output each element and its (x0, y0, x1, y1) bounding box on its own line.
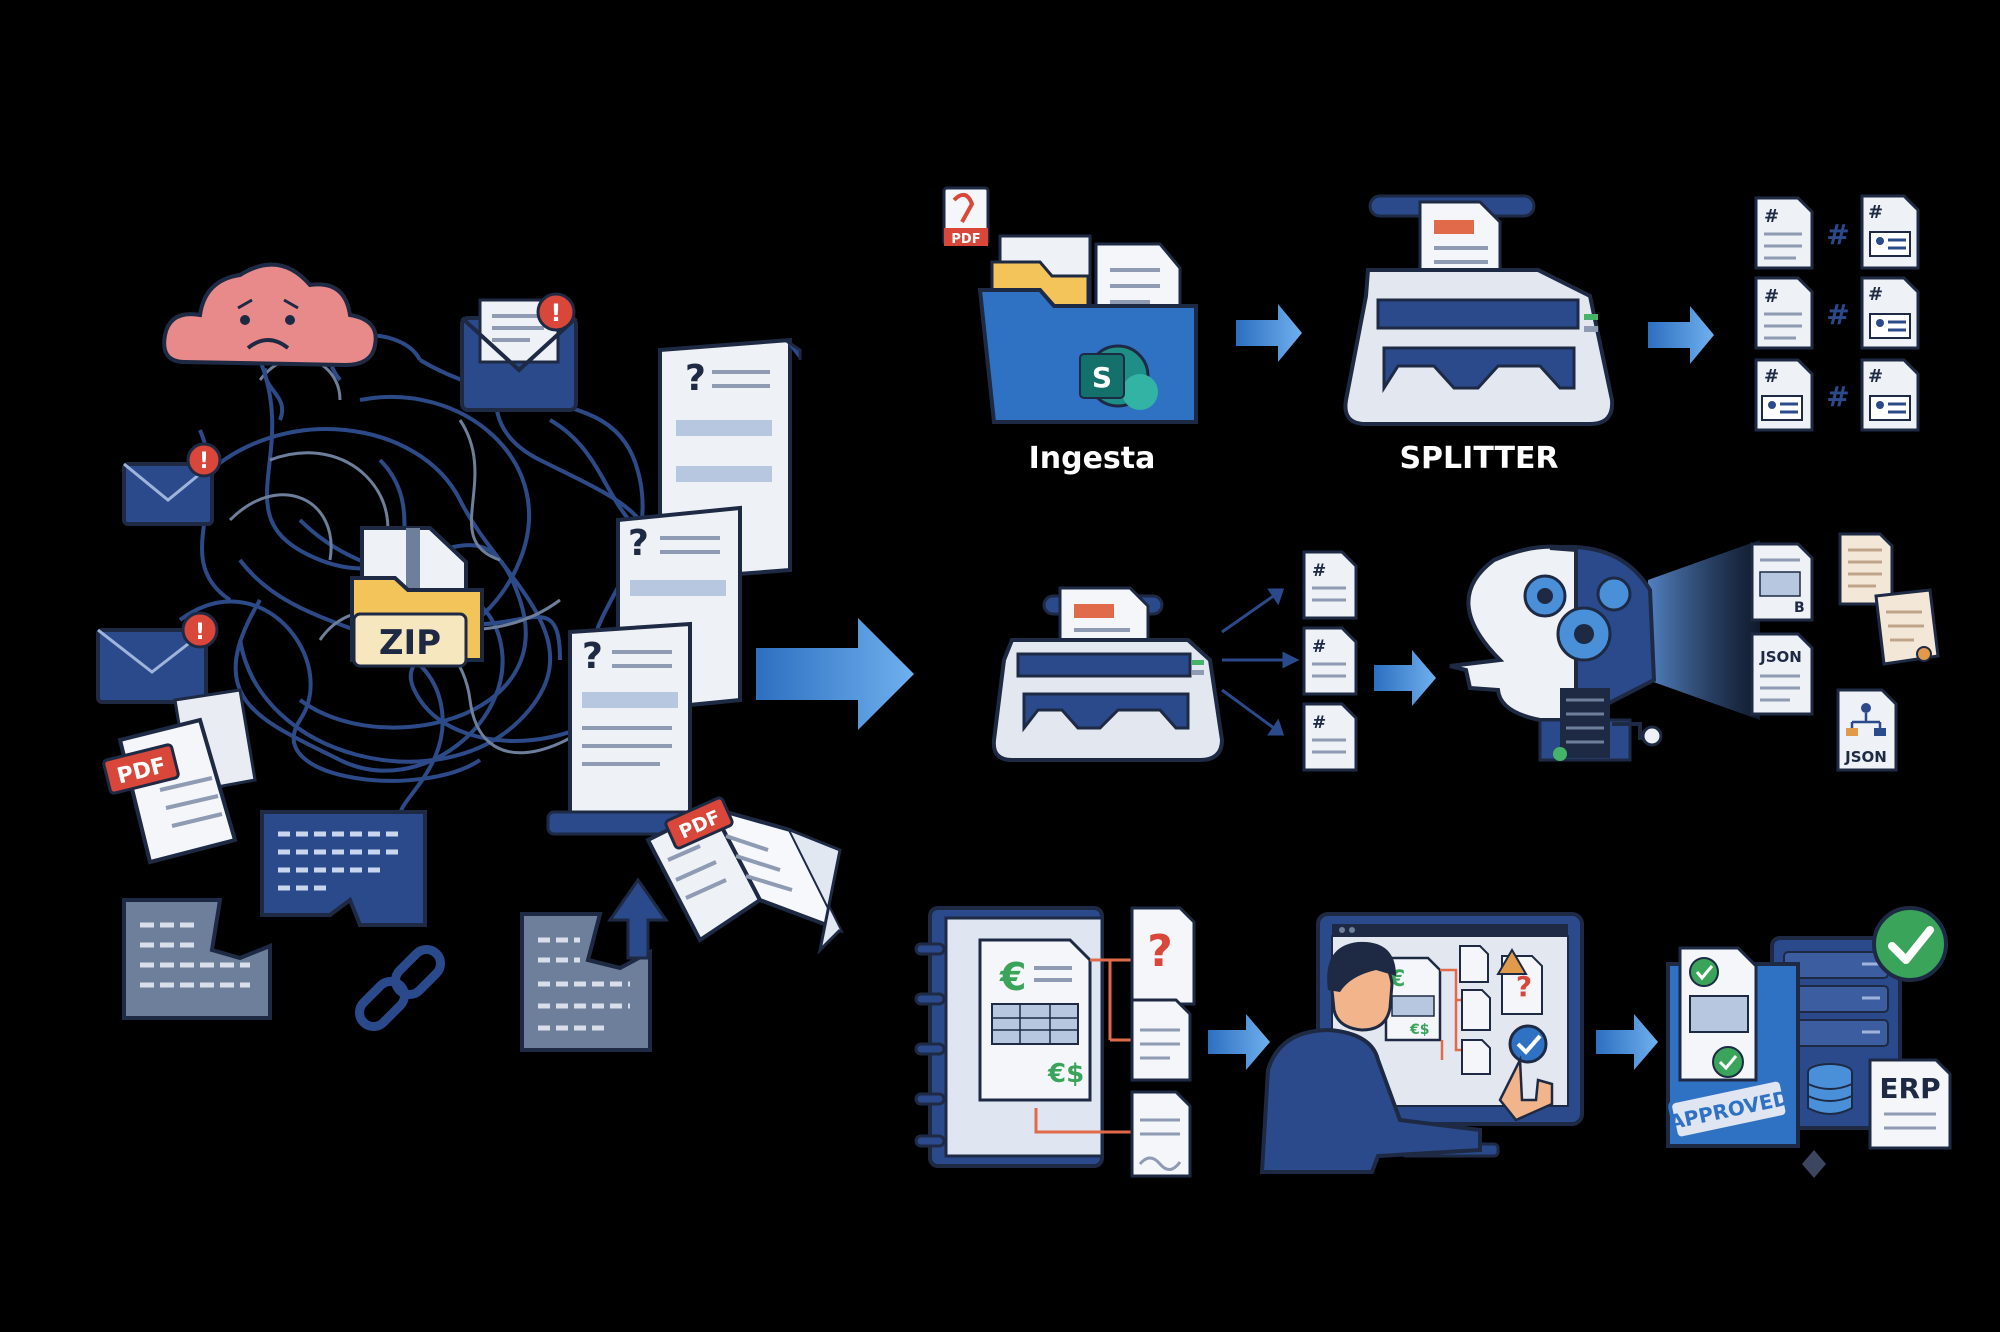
hash-mark: # (1826, 298, 1849, 331)
split-document-id-icon: # (1754, 358, 1814, 432)
split-document-icon: # (1754, 276, 1814, 350)
ai-head-icon (1449, 540, 1760, 762)
flow-arrow (1208, 1014, 1270, 1070)
flow-arrow (1596, 1014, 1658, 1070)
split-document-id-icon: # (1860, 358, 1920, 432)
question-mark: ? (582, 636, 603, 677)
split-documents-grid: # # # # # # # (1754, 194, 1920, 432)
split-document-icon: # (1754, 196, 1814, 270)
human-review-icon: € €$ ? (1259, 912, 1584, 1174)
hash-mark: # (1826, 218, 1849, 251)
question-mark: ? (1516, 970, 1532, 1003)
split-pages-stack: # # # (1302, 550, 1358, 772)
question-mark: ? (1147, 926, 1173, 977)
json-structure-icon: JSON (1836, 688, 1898, 772)
zip-label: ZIP (379, 623, 441, 663)
hash-mark: # (1764, 206, 1779, 227)
invoice-binder-icon: € €$ ? (914, 906, 1196, 1178)
alert-mark: ! (551, 299, 562, 327)
question-mark: ? (628, 523, 649, 564)
database-icon (1807, 1063, 1853, 1115)
review-euro-amount: €$ (1409, 1022, 1429, 1038)
flow-arrow (1374, 650, 1436, 706)
alert-mark: ! (199, 449, 209, 474)
scanner-printer-icon (991, 586, 1225, 762)
hash-mark: # (1764, 286, 1779, 307)
pdf-brochure-icon: PDF (645, 796, 845, 955)
doc-letter: B (1794, 600, 1805, 616)
broken-link-icon (355, 945, 445, 1031)
hash-mark: # (1312, 637, 1326, 657)
split-document-id-icon: # (1860, 194, 1920, 270)
certificate-document-icon (1838, 532, 1940, 666)
hash-mark: # (1868, 284, 1883, 305)
split-page-icon: # (1302, 626, 1358, 696)
extracted-outputs: B JSON JSON (1750, 532, 1940, 772)
hash-mark: # (1764, 366, 1779, 387)
torn-document-upload-icon (520, 877, 669, 1052)
flow-arrow (1236, 304, 1302, 362)
torn-document-icon (122, 898, 272, 1020)
json-label: JSON (1759, 648, 1802, 666)
ingest-folder-icon: PDF S (942, 186, 1198, 424)
erp-label: ERP (1879, 1072, 1940, 1105)
split-page-icon: # (1302, 550, 1358, 620)
zip-archive-icon: ZIP (350, 526, 484, 668)
email-alert-icon: ! (122, 442, 222, 526)
big-transition-arrow (756, 618, 914, 730)
hash-mark: # (1312, 561, 1326, 581)
split-document-id-icon: # (1860, 276, 1920, 350)
splitter-label: SPLITTER (1399, 441, 1558, 476)
json-label: JSON (1844, 748, 1887, 766)
euro-amount: €$ (1047, 1059, 1084, 1089)
email-alert-icon: ! (96, 611, 219, 704)
alert-mark: ! (195, 620, 205, 645)
table-document-icon: B (1750, 542, 1814, 622)
split-page-icon: # (1302, 702, 1358, 772)
erp-approved-icon: APPROVED ERP (1666, 906, 1952, 1178)
hash-mark: # (1868, 202, 1883, 223)
json-document-icon: JSON (1750, 632, 1814, 716)
splitter-printer-icon (1343, 194, 1615, 426)
flow-arrow (1648, 306, 1714, 364)
hash-mark: # (1312, 713, 1326, 733)
torn-document-icon (260, 810, 427, 927)
hash-mark: # (1868, 366, 1883, 387)
euro-sign: € (999, 955, 1026, 999)
pdf-badge: PDF (951, 232, 980, 247)
sad-cloud-icon (162, 262, 378, 368)
fanout-arrows (1221, 588, 1300, 736)
pdf-document-icon: PDF (102, 688, 257, 865)
hash-mark: # (1826, 380, 1849, 413)
ingest-label: Ingesta (1029, 441, 1156, 476)
sharepoint-letter: S (1092, 361, 1112, 394)
question-mark: ? (685, 358, 706, 399)
email-alert-icon: ! (460, 292, 578, 412)
